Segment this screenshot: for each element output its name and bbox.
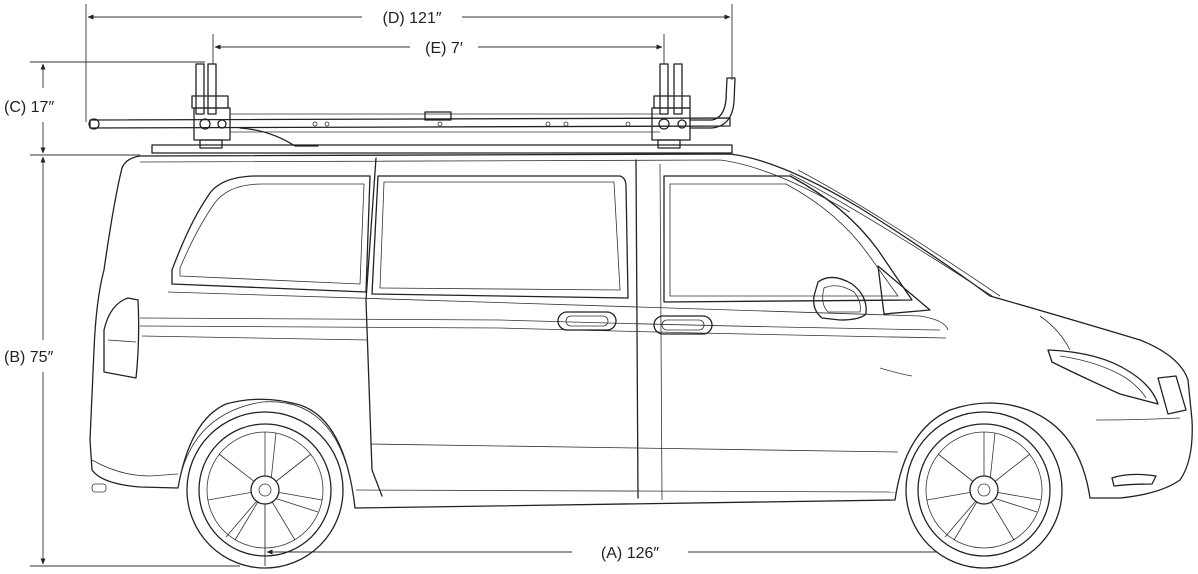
dimension-e-label: (E) 7′ bbox=[425, 40, 463, 57]
load-bar bbox=[89, 117, 731, 129]
roof-rail bbox=[151, 144, 733, 154]
rear-side-window bbox=[171, 175, 371, 293]
front-door-handle bbox=[653, 315, 713, 335]
dimension-b-label: (B) 75″ bbox=[4, 349, 54, 366]
sliding-door-seam-rear bbox=[365, 157, 383, 497]
front-door-seam bbox=[635, 159, 639, 499]
front-rack-clamp bbox=[651, 63, 691, 149]
ladder-rack bbox=[88, 63, 736, 154]
vent-window bbox=[877, 265, 931, 315]
front-door-window bbox=[663, 175, 913, 303]
dimension-c: (C) 17″ bbox=[4, 61, 205, 156]
dimension-d-label: (D) 121″ bbox=[382, 10, 441, 27]
fog-lamp bbox=[1111, 473, 1157, 487]
dimension-a-label: (A) 126″ bbox=[601, 545, 659, 562]
rear-brace bbox=[239, 127, 319, 147]
van-body bbox=[89, 153, 1193, 509]
van-outline bbox=[89, 153, 1193, 509]
dimension-e: (E) 7′ bbox=[212, 34, 665, 64]
dimension-d: (D) 121″ bbox=[85, 4, 733, 122]
dimension-a: (A) 126″ bbox=[264, 490, 985, 566]
rear-rack-clamp bbox=[191, 63, 231, 149]
side-repeater bbox=[879, 367, 913, 377]
dimension-c-label: (C) 17″ bbox=[4, 99, 54, 116]
sliding-door-handle bbox=[557, 311, 617, 331]
grille bbox=[1157, 375, 1187, 415]
sliding-door-window bbox=[371, 175, 629, 299]
dimension-b: (B) 75″ bbox=[4, 156, 240, 567]
front-ladder-stop bbox=[689, 77, 736, 129]
rear-bar-cap bbox=[88, 118, 100, 130]
headlight bbox=[1047, 349, 1159, 405]
tail-light bbox=[103, 297, 140, 379]
bar-bolts bbox=[312, 121, 631, 127]
rear-wheel bbox=[177, 401, 355, 569]
center-bracket bbox=[424, 111, 452, 121]
front-wheel bbox=[905, 411, 1063, 569]
